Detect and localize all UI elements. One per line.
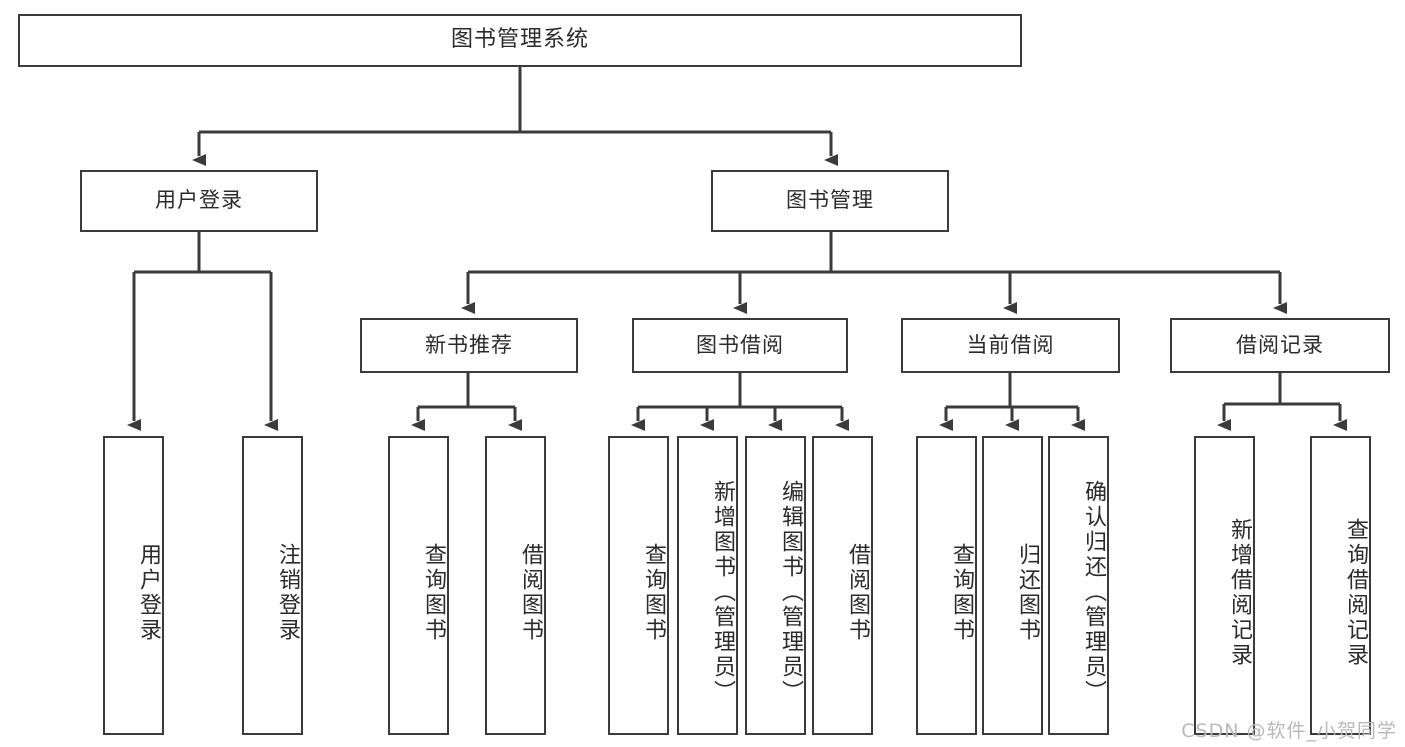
leaf-br-add-record[interactable]: 新增借阅记录 — [1194, 436, 1255, 735]
leaf-bb-add-book-admin[interactable]: 新增图书（管理员） — [677, 436, 738, 735]
node-current-borrow[interactable]: 当前借阅 — [901, 318, 1120, 373]
leaf-cb-query-book[interactable]: 查询图书 — [916, 436, 977, 735]
leaf-logout[interactable]: 注销登录 — [242, 436, 303, 735]
node-borrow-record[interactable]: 借阅记录 — [1170, 318, 1390, 373]
node-book-management[interactable]: 图书管理 — [711, 170, 949, 232]
leaf-bb-query-book[interactable]: 查询图书 — [608, 436, 669, 735]
leaf-nb-query-book[interactable]: 查询图书 — [388, 436, 449, 735]
leaf-cb-confirm-return-admin[interactable]: 确认归还（管理员） — [1048, 436, 1109, 735]
node-root-book-management-system[interactable]: 图书管理系统 — [18, 14, 1022, 67]
leaf-cb-return-book[interactable]: 归还图书 — [982, 436, 1043, 735]
watermark-text: CSDN @软件_小贺同学 — [1181, 720, 1397, 742]
node-user-login[interactable]: 用户登录 — [80, 170, 318, 232]
node-book-borrow[interactable]: 图书借阅 — [632, 318, 848, 373]
leaf-br-query-record[interactable]: 查询借阅记录 — [1310, 436, 1371, 735]
leaf-nb-borrow-book[interactable]: 借阅图书 — [485, 436, 546, 735]
leaf-user-login[interactable]: 用户登录 — [103, 436, 164, 735]
leaf-bb-edit-book-admin[interactable]: 编辑图书（管理员） — [745, 436, 806, 735]
leaf-bb-borrow-book[interactable]: 借阅图书 — [812, 436, 873, 735]
node-new-book-recommend[interactable]: 新书推荐 — [360, 318, 578, 373]
